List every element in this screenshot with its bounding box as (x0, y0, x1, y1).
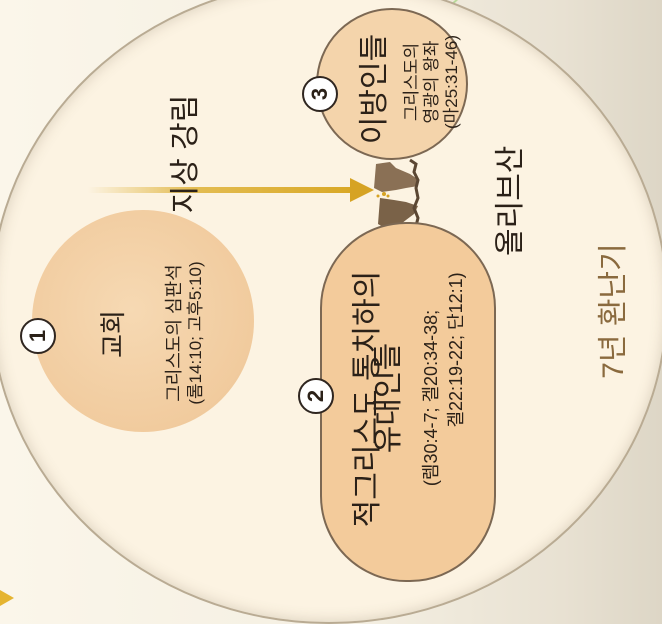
mountain-label: 올리브산 (494, 145, 527, 256)
period-label: 7년 환난기 (597, 243, 630, 379)
descent-arrow-head (350, 178, 374, 202)
gentiles-title: 이방인들 (358, 33, 391, 145)
israel-pill (320, 222, 496, 582)
church-line1: 그리스도의 심판석 (164, 264, 184, 402)
church-line2: (롬14:10; 고후5:10) (186, 261, 205, 405)
gentiles-line1: 그리스도의 (402, 42, 421, 122)
mountain-split-icon (374, 158, 420, 235)
descent-label: 지상 강림 (169, 94, 202, 214)
israel-ref-line1: (렘30:4-7; 겔20:34-38; (421, 309, 441, 487)
israel-badge: 2 (298, 378, 334, 414)
descent-arrow-shaft (88, 187, 352, 193)
gentiles-line3: (마25:31-46) (442, 34, 461, 130)
gentiles-badge: 3 (302, 76, 338, 112)
gentiles-line2: 영광의 왕좌 (422, 40, 441, 124)
corner-marker (0, 590, 14, 606)
israel-ref-line2: 겔22:19-22; 단12:1) (446, 272, 466, 428)
israel-title-line2: 유대인들 (372, 342, 405, 454)
church-circle (32, 210, 254, 432)
church-badge: 1 (20, 318, 56, 354)
church-title: 교회 (98, 310, 128, 358)
